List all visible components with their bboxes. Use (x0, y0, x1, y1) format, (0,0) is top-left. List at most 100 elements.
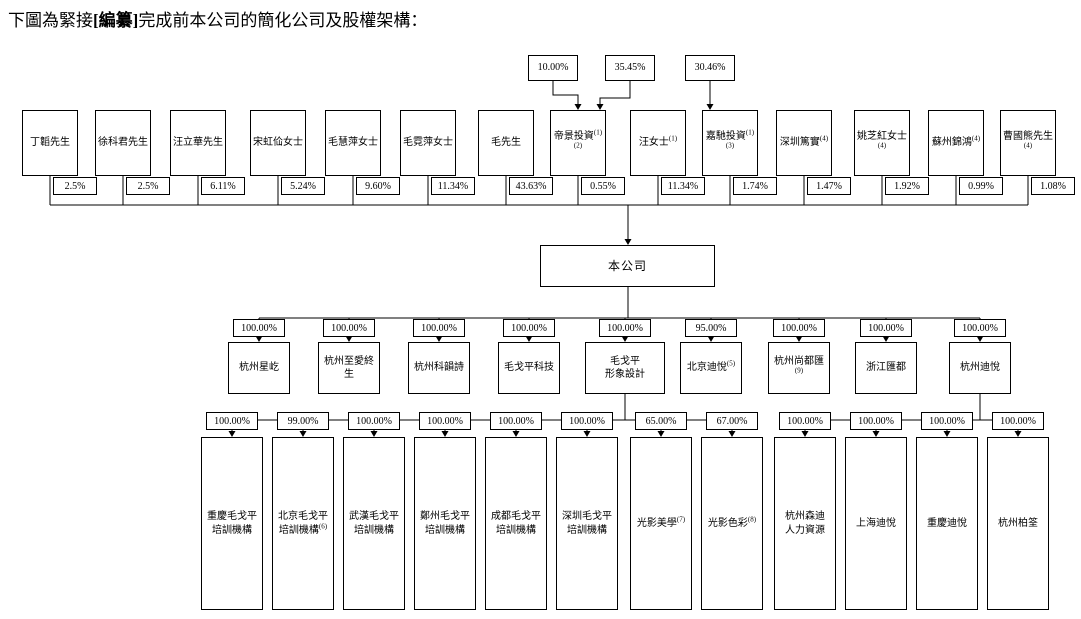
entity-name-text: 杭州尚都匯 (774, 355, 824, 367)
intermediate-ownership-pct-2: 35.45% (605, 55, 655, 81)
pct-label: 11.34% (661, 177, 705, 195)
entity-note: (1)(2) (573, 128, 603, 150)
title-prefix: 下圖為緊接 (8, 11, 93, 30)
entity-name: 汪女士(1) (638, 134, 678, 150)
entity-name: 杭州科韻詩 (414, 361, 464, 375)
pct-label: 100.00% (419, 412, 471, 430)
company-box: 本公司 (540, 245, 715, 287)
entity-name: 毛戈平 形象設計 (605, 355, 645, 382)
entity-name: 丁韜先生 (30, 136, 70, 150)
entity-name-text: 姚芝紅女士 (857, 130, 907, 142)
entity-name: 深圳篤實(4) (780, 134, 829, 150)
pct-label: 100.00% (921, 412, 973, 430)
entity-note: (1)(3) (725, 128, 755, 150)
pct-label: 0.55% (581, 177, 625, 195)
pct-label: 100.00% (773, 319, 825, 337)
diagram-title: 下圖為緊接[編纂]完成前本公司的簡化公司及股權架構： (8, 6, 427, 31)
sub-subsidiary-box-3: 武漢毛戈平 培訓機構 (343, 437, 405, 610)
entity-name-text: 毛先生 (491, 137, 521, 149)
pct-label: 6.11% (201, 177, 245, 195)
entity-name: 杭州尚都匯(9) (770, 355, 828, 382)
pct-label: 100.00% (348, 412, 400, 430)
subsidiary-box-8: 浙江匯都 (855, 342, 917, 394)
title-redacted: [編纂] (93, 11, 139, 30)
entity-name: 成都毛戈平 培訓機構 (491, 510, 541, 537)
entity-name-text: 毛戈平科技 (504, 362, 554, 374)
entity-name-text: 毛霓萍女士 (403, 137, 453, 149)
shareholder-box-10: 嘉馳投資(1)(3) (702, 110, 758, 176)
entity-name-text: 重慶迪悅 (927, 517, 967, 529)
pct-label: 95.00% (685, 319, 737, 337)
entity-name-text: 光影美學 (636, 517, 677, 529)
entity-name-text: 丁韜先生 (30, 137, 70, 149)
pct-label: 2.5% (53, 177, 97, 195)
entity-note: (9) (794, 366, 804, 375)
entity-name: 光影色彩(8) (707, 516, 756, 531)
sub-subsidiary-box-2: 北京毛戈平 培訓機構(6) (272, 437, 334, 610)
entity-name: 蘇州錦鴻(4) (932, 135, 980, 150)
pct-label: 100.00% (860, 319, 912, 337)
title-suffix: 完成前本公司的簡化公司及股權架構： (138, 11, 428, 30)
pct-label: 43.63% (509, 177, 553, 195)
entity-name-text: 重慶毛戈平 培訓機構 (207, 511, 257, 536)
sub-subsidiary-box-11: 重慶迪悅 (916, 437, 978, 610)
entity-name: 鄭州毛戈平 培訓機構 (420, 510, 470, 537)
entity-name-text: 嘉馳投資 (705, 130, 746, 142)
entity-name-text: 帝景投資 (553, 130, 594, 142)
entity-name: 汪立華先生 (173, 136, 223, 150)
company-name: 本公司 (607, 258, 647, 273)
entity-name: 武漢毛戈平 培訓機構 (349, 510, 399, 537)
subsidiary-box-4: 毛戈平科技 (498, 342, 560, 394)
entity-name-text: 汪女士 (638, 137, 669, 149)
pct-label: 11.34% (431, 177, 475, 195)
pct-label: 1.74% (733, 177, 777, 195)
entity-note: (4) (877, 141, 887, 150)
entity-name-text: 杭州森迪 人力資源 (785, 511, 825, 536)
pct-label: 0.99% (959, 177, 1003, 195)
entity-name: 杭州至愛終生 (320, 355, 378, 382)
entity-name-text: 北京迪悅 (686, 362, 727, 374)
pct-label: 100.00% (599, 319, 651, 337)
pct-label: 65.00% (635, 412, 687, 430)
entity-note: (4) (819, 134, 829, 143)
entity-name: 毛霓萍女士 (403, 136, 453, 150)
pct-label: 2.5% (126, 177, 170, 195)
sub-subsidiary-box-5: 成都毛戈平 培訓機構 (485, 437, 547, 610)
pct-label: 100.00% (413, 319, 465, 337)
pct-label: 100.00% (779, 412, 831, 430)
pct-label: 67.00% (706, 412, 758, 430)
subsidiary-box-5: 毛戈平 形象設計 (585, 342, 665, 394)
entity-note: (5) (726, 359, 736, 368)
entity-name-text: 浙江匯都 (866, 362, 906, 374)
sub-subsidiary-box-10: 上海迪悅 (845, 437, 907, 610)
shareholder-box-1: 丁韜先生 (22, 110, 78, 176)
entity-name-text: 光影色彩 (707, 517, 748, 529)
entity-name: 毛戈平科技 (504, 361, 554, 375)
entity-name: 姚芝紅女士(4) (856, 130, 908, 157)
entity-name: 重慶迪悅 (927, 517, 967, 531)
entity-name: 宋虹佡女士 (253, 136, 303, 150)
pct-label: 1.47% (807, 177, 851, 195)
shareholder-box-11: 深圳篤實(4) (776, 110, 832, 176)
entity-name-text: 杭州至愛終生 (324, 355, 374, 381)
shareholder-box-6: 毛霓萍女士 (400, 110, 456, 176)
entity-note: (7) (676, 515, 686, 524)
entity-name-text: 鄭州毛戈平 培訓機構 (420, 511, 470, 536)
entity-note: (1) (668, 134, 678, 143)
pct-label: 1.92% (885, 177, 929, 195)
subsidiary-box-9: 杭州迪悅 (949, 342, 1011, 394)
entity-name-text: 杭州迪悅 (960, 362, 1000, 374)
sub-subsidiary-box-6: 深圳毛戈平 培訓機構 (556, 437, 618, 610)
shareholder-box-9: 汪女士(1) (630, 110, 686, 176)
shareholder-box-7: 毛先生 (478, 110, 534, 176)
intermediate-ownership-pct-3: 30.46% (685, 55, 735, 81)
pct-label: 100.00% (490, 412, 542, 430)
pct-label: 100.00% (954, 319, 1006, 337)
entity-name-text: 杭州柏筌 (998, 517, 1038, 529)
entity-name-text: 毛慧萍女士 (328, 137, 378, 149)
shareholder-box-8: 帝景投資(1)(2) (550, 110, 606, 176)
entity-name-text: 宋虹佡女士 (253, 137, 303, 149)
entity-name-text: 杭州星屹 (239, 362, 279, 374)
entity-name: 上海迪悅 (856, 517, 896, 531)
